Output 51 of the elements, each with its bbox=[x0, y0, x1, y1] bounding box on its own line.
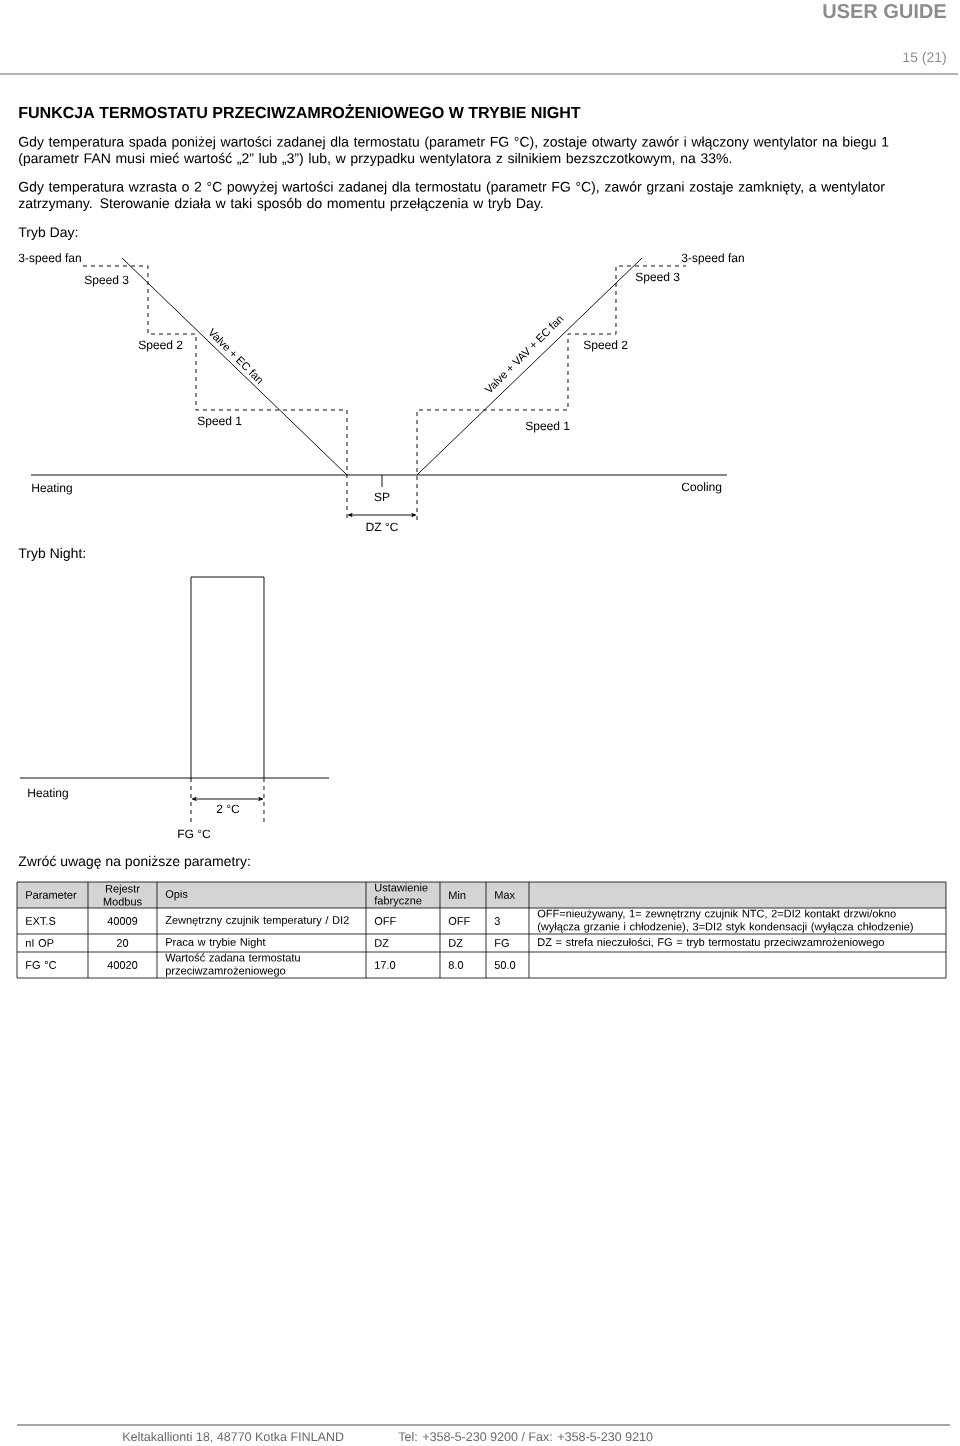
axis-label: SP bbox=[374, 492, 390, 502]
table-text: 3 bbox=[494, 917, 500, 925]
table-text: FG bbox=[495, 939, 509, 947]
table-text: Ustawienie fabryczne bbox=[374, 883, 428, 907]
table-text: EXT.S bbox=[26, 917, 56, 925]
table-text: 20 bbox=[116, 939, 129, 947]
paragraph: Gdy temperatura spada poniżej wartości zadanej dla termostatu (parametr FG °C), zostaje otwarty zawór i włączony wentylator na biegu 1 (parametr FAN musi mieć wartość „2” lub „3”) lub, w przypadku wentylatora z silnikiem bezszczotkowym, na 33%. bbox=[19, 136, 889, 166]
table-text: DZ bbox=[375, 939, 389, 947]
table-text: Opis bbox=[165, 889, 188, 901]
chart-label: Speed 1 bbox=[197, 416, 242, 428]
chart-label: 3-speed fan bbox=[681, 253, 744, 265]
table-text: DZ = strefa nieczułości, FG = tryb termostatu przeciwzamrożeniowego bbox=[538, 937, 884, 949]
section-label: Zwróć uwagę na poniższe parametry: bbox=[18, 855, 250, 869]
table-text: OFF=nieużywany, 1= zewnętrzny czujnik NTC, 2=DI2 kontakt drzwi/okno (wyłącza grzanie i chłodzenie), 3=DI2 styk kondensacji (wyłącza chłodzenie) bbox=[537, 909, 913, 933]
table-text: Wartość zadana termostatu przeciwzamrożeniowego bbox=[165, 953, 300, 977]
table-text: Parameter bbox=[26, 891, 77, 899]
table-text: FG °C bbox=[26, 961, 57, 969]
axis-label: Heating bbox=[28, 788, 68, 800]
axis-label: Heating bbox=[32, 483, 72, 495]
section-label: Tryb Day: bbox=[18, 226, 78, 240]
table-text: Max bbox=[495, 891, 515, 899]
footer-text: Keltakallionti 18, 48770 Kotka FINLAND bbox=[123, 1431, 344, 1443]
chart-label: Speed 3 bbox=[635, 272, 680, 284]
table-text: Min bbox=[449, 891, 466, 899]
table-text: Zewnętrzny czujnik temperatury / DI2 bbox=[165, 915, 349, 927]
table-text: OFF bbox=[374, 917, 396, 925]
chart-label: 3-speed fan bbox=[18, 253, 81, 265]
table-text: Praca w trybie Night bbox=[166, 937, 266, 949]
paragraph: Gdy temperatura wzrasta o 2 °C powyżej wartości zadanej dla termostatu (parametr FG °C), zawór grzani zostaje zamknięty, a wentylator zatrzymany. Sterowanie działa w taki sposób do momentu przełączenia w tryb Day. bbox=[18, 181, 885, 211]
chart-label: Speed 2 bbox=[138, 340, 183, 352]
table-text: 40009 bbox=[107, 917, 138, 925]
chart-label: Speed 1 bbox=[525, 421, 570, 433]
section-label: Tryb Night: bbox=[18, 547, 85, 561]
table-text: Rejestr Modbus bbox=[103, 884, 142, 906]
table-text: 50.0 bbox=[494, 961, 516, 969]
page-number: 15 (21) bbox=[903, 51, 946, 65]
table-text: OFF bbox=[448, 917, 470, 925]
table-text: 40020 bbox=[107, 961, 138, 969]
axis-label: FG °C bbox=[178, 829, 211, 839]
chart-label: Speed 3 bbox=[84, 275, 129, 287]
table-text: 17.0 bbox=[375, 961, 396, 969]
heading: FUNKCJA TERMOSTATU PRZECIWZAMROŻENIOWEGO W TRYBIE NIGHT bbox=[19, 104, 581, 119]
chart-label: Speed 2 bbox=[583, 340, 628, 352]
footer-text: Tel: +358-5-230 9200 / Fax: +358-5-230 9210 bbox=[398, 1431, 653, 1442]
header-text: USER GUIDE bbox=[823, 4, 946, 19]
axis-label: Cooling bbox=[681, 482, 722, 494]
table-text: 8.0 bbox=[448, 961, 464, 969]
dimension-label: 2 °C bbox=[216, 804, 240, 814]
table-text: DZ bbox=[449, 939, 463, 947]
dimension-label: DZ °C bbox=[366, 522, 398, 532]
table-text: nI OP bbox=[26, 939, 54, 947]
